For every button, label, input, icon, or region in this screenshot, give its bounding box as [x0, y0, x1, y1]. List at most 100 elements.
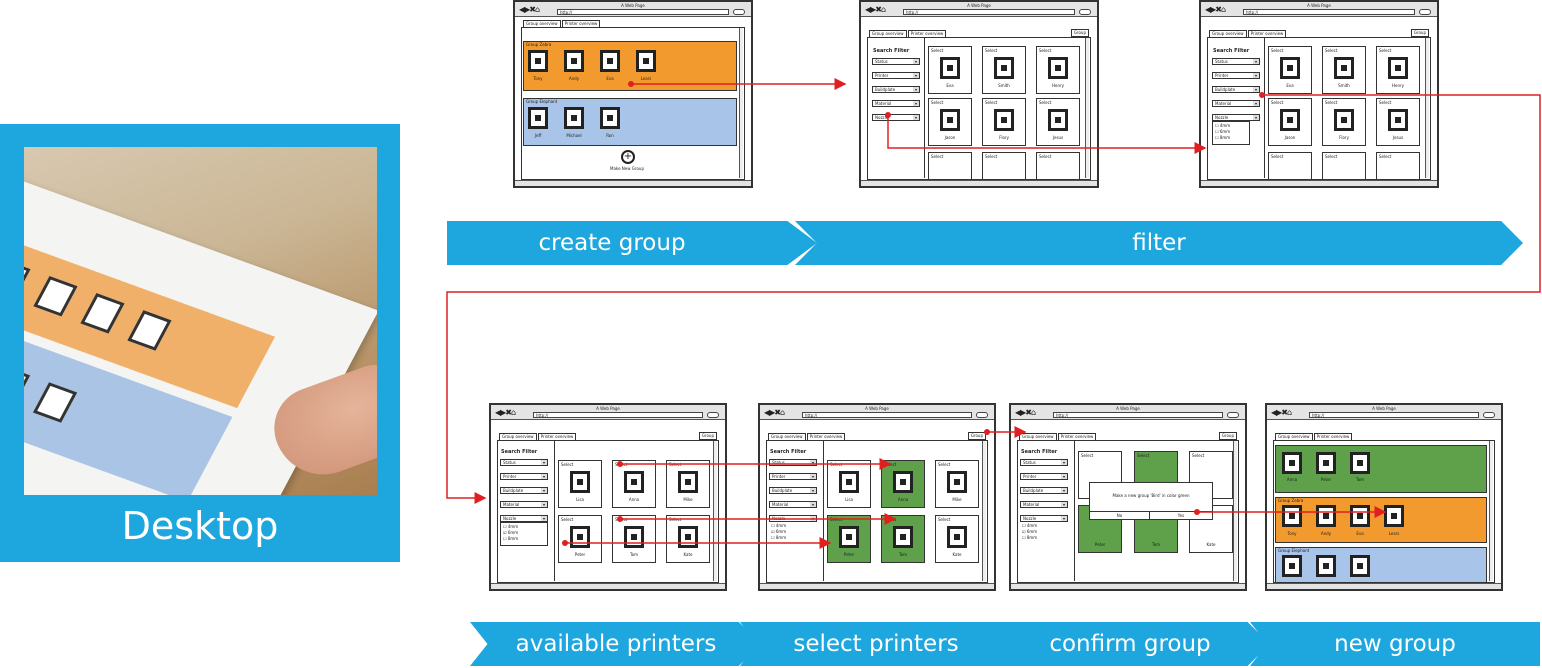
nozzle-option[interactable]: ☐ 8mm [771, 535, 787, 540]
nozzle-option[interactable]: ☐ 4mm [771, 523, 787, 528]
select-checkbox[interactable]: Select [1271, 48, 1284, 53]
search-icon[interactable] [1227, 412, 1239, 418]
url-field[interactable]: http:// [533, 412, 703, 418]
printer-icon[interactable] [600, 107, 620, 129]
select-checkbox[interactable]: Select [1192, 453, 1205, 458]
nozzle-option[interactable]: ☐ 8mm [503, 536, 519, 541]
nozzle-filter[interactable]: Nozzle [1212, 114, 1260, 121]
url-field[interactable]: http:// [1243, 9, 1415, 15]
printer-filter[interactable]: Printer [1020, 473, 1068, 480]
status-filter[interactable]: Status [1020, 459, 1068, 466]
printer-filter[interactable]: Printer [872, 72, 920, 79]
status-filter[interactable]: Status [500, 459, 548, 466]
select-checkbox[interactable]: Select [1271, 100, 1284, 105]
buildplate-filter[interactable]: Buildplate [500, 487, 548, 494]
tab-printer-overview[interactable]: Printer overview [537, 433, 577, 440]
printer-card[interactable]: Select [982, 152, 1026, 180]
select-checkbox[interactable]: Select [669, 517, 682, 522]
dialog-no-button[interactable]: No [1090, 511, 1150, 519]
material-filter[interactable]: Material [872, 100, 920, 107]
printer-card[interactable]: Select [1268, 152, 1312, 180]
select-checkbox[interactable]: Select [938, 462, 951, 467]
search-icon[interactable] [1079, 9, 1091, 15]
url-field[interactable]: http:// [903, 9, 1075, 15]
url-field[interactable]: http:// [1309, 412, 1479, 418]
nozzle-option[interactable]: ☐ 8mm [1022, 535, 1038, 540]
printer-icon[interactable] [564, 107, 584, 129]
nozzle-filter[interactable]: Nozzle [872, 114, 920, 121]
select-checkbox[interactable]: Select [985, 154, 998, 159]
select-checkbox[interactable]: Select [669, 462, 682, 467]
printer-icon[interactable] [1282, 505, 1302, 527]
select-checkbox[interactable]: Select [1379, 100, 1392, 105]
group-button[interactable]: Group [698, 432, 717, 440]
select-checkbox[interactable]: Select [561, 517, 574, 522]
printer-icon[interactable] [564, 50, 584, 72]
scrollbar[interactable] [1489, 441, 1493, 581]
select-checkbox[interactable]: Select [1325, 48, 1338, 53]
scrollbar[interactable] [1085, 38, 1089, 178]
select-checkbox[interactable]: Select [1039, 154, 1052, 159]
tab-printer-overview[interactable]: Printer overview [561, 20, 601, 27]
select-checkbox[interactable]: Select [1137, 453, 1150, 458]
tab-group-overview[interactable]: Group overview [869, 30, 907, 37]
tab-printer-overview[interactable]: Printer overview [1247, 30, 1287, 37]
printer-filter[interactable]: Printer [769, 473, 817, 480]
buildplate-filter[interactable]: Buildplate [769, 487, 817, 494]
tab-group-overview[interactable]: Group overview [1209, 30, 1247, 37]
dialog-yes-button[interactable]: Yes [1150, 511, 1212, 519]
scrollbar[interactable] [739, 28, 743, 178]
group-button[interactable]: Group [1070, 29, 1089, 37]
material-filter[interactable]: Material [769, 501, 817, 508]
search-icon[interactable] [1419, 9, 1431, 15]
group-button[interactable]: Group [1218, 432, 1237, 440]
select-checkbox[interactable]: Select [1081, 453, 1094, 458]
scrollbar[interactable] [713, 441, 717, 581]
tab-printer-overview[interactable]: Printer overview [806, 433, 846, 440]
url-field[interactable]: http:// [557, 9, 729, 15]
printer-card[interactable]: Select [1376, 152, 1420, 180]
printer-icon[interactable] [528, 50, 548, 72]
buildplate-filter[interactable]: Buildplate [872, 86, 920, 93]
tab-group-overview[interactable]: Group overview [1019, 433, 1057, 440]
select-checkbox[interactable]: Select [884, 462, 897, 467]
material-filter[interactable]: Material [1020, 501, 1068, 508]
tab-group-overview[interactable]: Group overview [499, 433, 537, 440]
search-icon[interactable] [707, 412, 719, 418]
search-icon[interactable] [1483, 412, 1495, 418]
group-button[interactable]: Group [1410, 29, 1429, 37]
printer-card[interactable]: Select [1036, 152, 1080, 180]
select-checkbox[interactable]: Select [985, 100, 998, 105]
tab-group-overview[interactable]: Group overview [768, 433, 806, 440]
scrollbar[interactable] [982, 441, 986, 581]
search-icon[interactable] [733, 9, 745, 15]
select-checkbox[interactable]: Select [1325, 100, 1338, 105]
printer-icon[interactable] [528, 107, 548, 129]
tab-group-overview[interactable]: Group overview [523, 20, 561, 27]
group-button[interactable]: Group [967, 432, 986, 440]
printer-card[interactable]: Select [1322, 152, 1366, 180]
tab-printer-overview[interactable]: Printer overview [1057, 433, 1097, 440]
printer-icon[interactable] [1350, 505, 1370, 527]
buildplate-filter[interactable]: Buildplate [1020, 487, 1068, 494]
scrollbar[interactable] [1233, 441, 1237, 581]
search-icon[interactable] [976, 412, 988, 418]
printer-icon[interactable] [1316, 505, 1336, 527]
tab-printer-overview[interactable]: Printer overview [907, 30, 947, 37]
scrollbar[interactable] [1425, 38, 1429, 178]
printer-icon[interactable] [636, 50, 656, 72]
